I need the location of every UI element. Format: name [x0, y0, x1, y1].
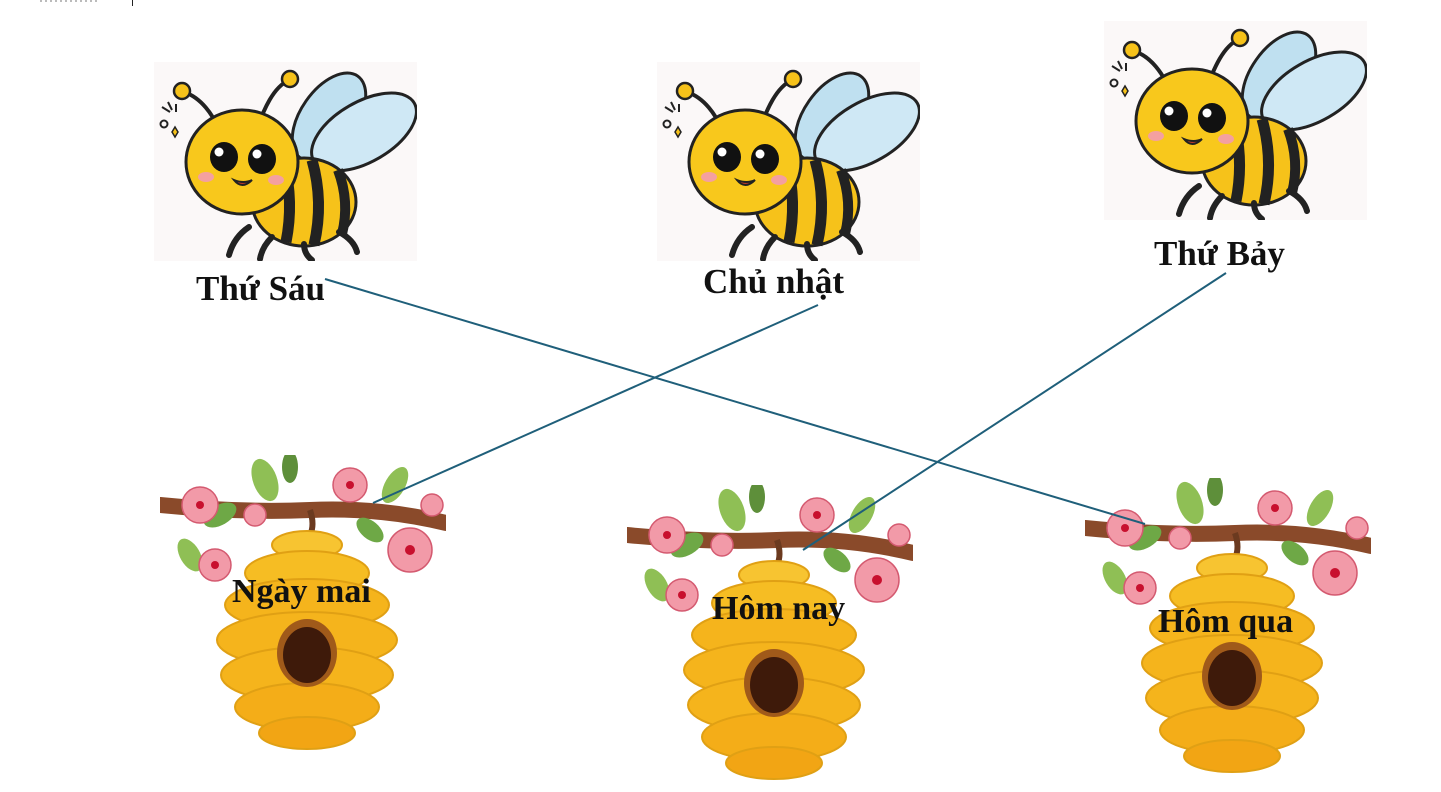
bee-image-saturday	[1104, 21, 1367, 220]
hive-label-today: Hôm nay	[712, 590, 846, 627]
page-margin-marker	[132, 0, 133, 6]
bee-label-sunday: Chủ nhật	[703, 262, 845, 301]
bee-image-friday	[154, 62, 417, 261]
hive-label-yesterday: Hôm qua	[1158, 603, 1294, 640]
bee-image-sunday	[657, 62, 920, 261]
page-margin-dots	[40, 0, 100, 2]
bee-label-saturday: Thứ Bảy	[1154, 234, 1285, 273]
hive-label-tomorrow: Ngày mai	[232, 573, 371, 610]
bee-label-friday: Thứ Sáu	[196, 269, 325, 308]
bee-icon	[657, 62, 920, 261]
beehive-icon	[627, 485, 913, 785]
hive-image-today	[627, 485, 913, 785]
bee-icon	[1104, 21, 1367, 220]
bee-icon	[154, 62, 417, 261]
